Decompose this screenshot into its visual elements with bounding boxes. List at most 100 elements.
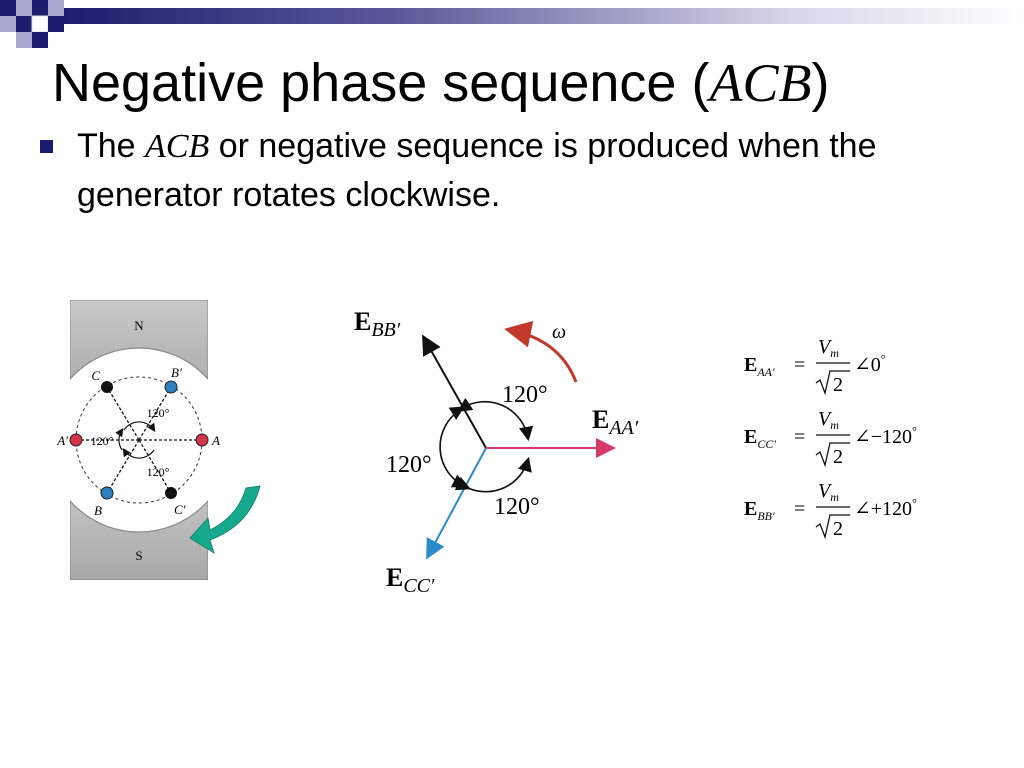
eq-equals: = xyxy=(794,354,805,376)
eq-v: V xyxy=(818,336,833,358)
bullet-part-2: or negative sequence is produced when th… xyxy=(77,127,877,214)
header-square xyxy=(0,16,16,32)
eq-sqrt-icon xyxy=(815,442,850,468)
coil-label-c: C xyxy=(91,368,100,383)
eq-angle-value: ∠0 xyxy=(854,354,881,376)
header-square xyxy=(48,16,64,32)
eq-sub: AA′ xyxy=(756,365,775,379)
equation-bb: EBB′ = Vm 2 ∠+120° xyxy=(744,480,917,540)
coil-c-prime xyxy=(165,487,177,499)
phasor-e-cc xyxy=(426,447,487,560)
phasor-label-cc-sub: CC′ xyxy=(403,575,435,597)
omega-arrow-icon xyxy=(504,320,578,383)
phasor-label-aa-main: E xyxy=(592,405,609,434)
eq-numerator: Vm xyxy=(818,480,839,504)
header-decoration xyxy=(0,0,1024,48)
eq-lhs: EBB′ xyxy=(744,498,775,523)
angle-label-bottom: 120° xyxy=(494,494,540,520)
angle-arc-left xyxy=(439,397,474,488)
south-pole-label: S xyxy=(135,548,142,563)
eq-equals: = xyxy=(794,498,805,520)
eq-denominator: 2 xyxy=(833,446,843,468)
bullet-text: The ACB or negative sequence is produced… xyxy=(77,122,977,219)
coil-label-a-prime: A′ xyxy=(56,433,68,448)
header-square xyxy=(48,0,64,16)
title-text: Negative phase sequence ( xyxy=(52,53,710,113)
coil-label-c-prime: C′ xyxy=(174,502,186,517)
eq-e: E xyxy=(744,354,757,376)
north-pole-label: N xyxy=(134,318,144,333)
eq-v-sub: m xyxy=(830,418,839,432)
eq-e: E xyxy=(744,426,757,448)
phasor-e-bb xyxy=(422,334,487,449)
phasor-label-cc-main: E xyxy=(386,563,403,592)
angle-label-left: 120° xyxy=(386,452,432,478)
eq-e: E xyxy=(744,498,757,520)
equations-block: EAA′ = Vm 2 ∠0° ECC′ = Vm 2 ∠−120° EBB′ … xyxy=(744,336,917,540)
angle-label-top: 120° xyxy=(502,382,548,408)
gen-angle-label: 120° xyxy=(91,434,114,448)
phasor-diagram: ω 120° 120° 120° EBB′ EAA′ ECC′ xyxy=(354,307,639,597)
header-square xyxy=(32,32,48,48)
eq-degree: ° xyxy=(912,424,917,438)
radial-line xyxy=(106,386,140,441)
header-gradient-bar xyxy=(64,8,1024,24)
eq-sqrt-icon xyxy=(815,514,850,540)
eq-angle: ∠0° xyxy=(854,352,886,376)
phasor-label-bb-main: E xyxy=(354,307,371,336)
header-square xyxy=(32,0,48,16)
coil-b xyxy=(100,486,114,500)
eq-v-sub: m xyxy=(830,346,839,360)
rotation-arrow-icon xyxy=(189,485,261,554)
radial-line xyxy=(106,439,140,494)
omega-label: ω xyxy=(552,321,566,343)
eq-angle-value: ∠−120 xyxy=(854,426,912,448)
gen-angle-label: 120° xyxy=(147,465,170,479)
coil-label-a: A xyxy=(211,433,220,448)
eq-v: V xyxy=(818,480,833,502)
eq-numerator: Vm xyxy=(818,408,839,432)
eq-denominator: 2 xyxy=(833,374,843,396)
eq-angle-value: ∠+120 xyxy=(854,498,912,520)
radial-line xyxy=(138,386,172,441)
title-close: ) xyxy=(811,53,830,113)
header-square xyxy=(16,32,32,48)
eq-lhs: ECC′ xyxy=(744,426,776,451)
phasor-label-aa-sub: AA′ xyxy=(607,417,638,439)
coil-label-b-prime: B′ xyxy=(171,365,182,380)
angle-arc xyxy=(123,421,156,432)
eq-sub: CC′ xyxy=(757,437,776,451)
angle-arc xyxy=(115,428,124,451)
equation-cc: ECC′ = Vm 2 ∠−120° xyxy=(744,408,917,468)
gen-angle-label: 120° xyxy=(147,406,170,420)
angle-arc-bottom xyxy=(454,456,532,493)
bullet-part-1: The xyxy=(77,127,146,165)
radial-line xyxy=(138,439,172,494)
phasor-label-bb: EBB′ xyxy=(354,307,401,341)
coil-c xyxy=(101,381,113,393)
eq-angle: ∠+120° xyxy=(854,496,917,520)
phasor-label-aa: EAA′ xyxy=(592,405,639,439)
bullet-math: ACB xyxy=(145,128,210,165)
equation-aa: EAA′ = Vm 2 ∠0° xyxy=(744,336,886,396)
eq-degree: ° xyxy=(881,352,886,366)
header-square xyxy=(16,16,32,32)
coil-a-prime xyxy=(69,433,83,447)
angle-arc xyxy=(122,448,155,459)
header-square xyxy=(16,0,32,16)
eq-denominator: 2 xyxy=(833,518,843,540)
phasor-label-bb-sub: BB′ xyxy=(371,319,400,341)
eq-angle: ∠−120° xyxy=(854,424,917,448)
coil-a xyxy=(195,433,209,447)
coil-b-prime xyxy=(164,380,178,394)
eq-numerator: Vm xyxy=(818,336,839,360)
bullet-square-icon xyxy=(40,140,53,153)
eq-lhs: EAA′ xyxy=(744,354,775,379)
eq-degree: ° xyxy=(912,496,917,510)
eq-v: V xyxy=(818,408,833,430)
title-math: ACB xyxy=(709,53,812,113)
eq-v-sub: m xyxy=(830,490,839,504)
phasor-label-cc: ECC′ xyxy=(386,563,435,597)
eq-sub: BB′ xyxy=(757,509,775,523)
